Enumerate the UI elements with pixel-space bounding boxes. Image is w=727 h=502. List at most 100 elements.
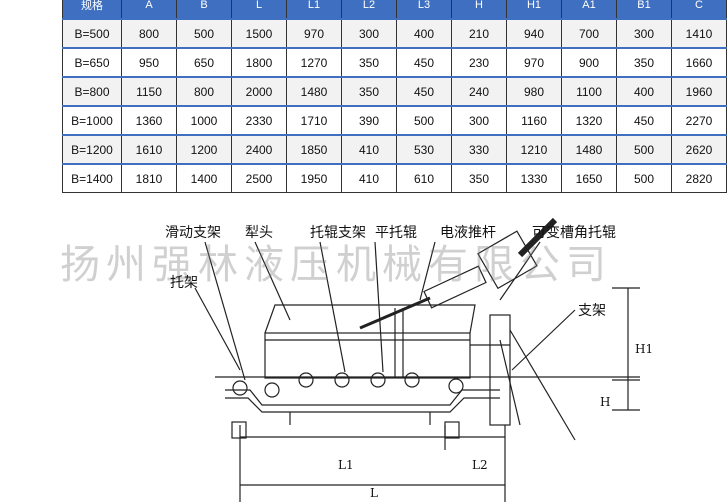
table-cell: 650 — [176, 47, 232, 78]
table-cell: 2330 — [231, 105, 287, 136]
table-cell: 410 — [341, 163, 397, 193]
table-cell: 970 — [506, 47, 562, 78]
table-cell: 980 — [506, 76, 562, 107]
table-cell: 300 — [616, 18, 672, 49]
table-cell: L2 — [341, 0, 397, 20]
table-cell: 1660 — [671, 47, 727, 78]
table-cell: A1 — [561, 0, 617, 20]
table-cell: 1360 — [121, 105, 177, 136]
table-cell: 230 — [451, 47, 507, 78]
table-cell: 2500 — [231, 163, 287, 193]
table-cell: 410 — [341, 134, 397, 165]
table-cell: 2270 — [671, 105, 727, 136]
table-cell: 1150 — [121, 76, 177, 107]
table-cell: 1800 — [231, 47, 287, 78]
table-cell: C — [671, 0, 727, 20]
table-cell: 400 — [396, 18, 452, 49]
table-cell: 1500 — [231, 18, 287, 49]
label-plough-head: 犁头 — [245, 225, 273, 241]
table-cell: 1710 — [286, 105, 342, 136]
table-cell: 1320 — [561, 105, 617, 136]
label-flat-roller: 平托辊 — [375, 225, 417, 241]
table-cell: 800 — [121, 18, 177, 49]
table-cell: 1480 — [561, 134, 617, 165]
table-cell: B=500 — [62, 18, 122, 49]
table-cell: 1480 — [286, 76, 342, 107]
table-cell: 1100 — [561, 76, 617, 107]
table-cell: 1200 — [176, 134, 232, 165]
table-cell: 1210 — [506, 134, 562, 165]
table-cell: 500 — [396, 105, 452, 136]
table-cell: B=1000 — [62, 105, 122, 136]
table-cell: 900 — [561, 47, 617, 78]
table-cell: H — [451, 0, 507, 20]
table-cell: 1810 — [121, 163, 177, 193]
table-cell: 450 — [396, 47, 452, 78]
table-cell: 1950 — [286, 163, 342, 193]
table-cell: 240 — [451, 76, 507, 107]
table-cell: 350 — [341, 47, 397, 78]
table-cell: B=650 — [62, 47, 122, 78]
table-cell: 300 — [341, 18, 397, 49]
table-cell: 1160 — [506, 105, 562, 136]
table-cell: 1610 — [121, 134, 177, 165]
table-cell: 940 — [506, 18, 562, 49]
table-cell: 2820 — [671, 163, 727, 193]
table-cell: 1000 — [176, 105, 232, 136]
plough-tripper-drawing — [194, 217, 640, 502]
table-cell: 1330 — [506, 163, 562, 193]
table-cell: 1410 — [671, 18, 727, 49]
table-cell: 1850 — [286, 134, 342, 165]
table-cell: 350 — [451, 163, 507, 193]
label-dim-l1: L1 — [338, 458, 354, 472]
table-cell: 2400 — [231, 134, 287, 165]
table-cell: 800 — [176, 76, 232, 107]
table-cell: 400 — [616, 76, 672, 107]
table-cell: 350 — [616, 47, 672, 78]
table-cell: 450 — [396, 76, 452, 107]
table-cell: L3 — [396, 0, 452, 20]
label-dim-l: L — [370, 486, 378, 500]
table-cell: B=1200 — [62, 134, 122, 165]
table-cell: 1400 — [176, 163, 232, 193]
table-cell: B — [176, 0, 232, 20]
table-cell: L1 — [286, 0, 342, 20]
table-cell: 1650 — [561, 163, 617, 193]
label-variable-trough: 可变槽角托辊 — [532, 225, 616, 241]
table-cell: 1270 — [286, 47, 342, 78]
watermark: 扬州强林液压机械有限公司 — [60, 242, 612, 288]
table-cell: 210 — [451, 18, 507, 49]
table-cell: 2000 — [231, 76, 287, 107]
table-cell: 1960 — [671, 76, 727, 107]
table-cell: 970 — [286, 18, 342, 49]
table-cell: A — [121, 0, 177, 20]
table-cell: 450 — [616, 105, 672, 136]
table-cell: 950 — [121, 47, 177, 78]
table-cell: H1 — [506, 0, 562, 20]
table-cell: 390 — [341, 105, 397, 136]
table-cell: 500 — [616, 134, 672, 165]
table-cell: B=800 — [62, 76, 122, 107]
table-cell: 700 — [561, 18, 617, 49]
label-dim-h: H — [600, 395, 611, 409]
label-sliding-support: 滑动支架 — [165, 225, 221, 241]
label-bracket: 托架 — [170, 275, 198, 291]
table-cell: 300 — [451, 105, 507, 136]
table-cell: B1 — [616, 0, 672, 20]
label-dim-h1: H1 — [635, 342, 654, 356]
label-stand: 支架 — [578, 303, 606, 319]
table-cell: 610 — [396, 163, 452, 193]
label-dim-l2: L2 — [472, 458, 488, 472]
label-roller-support: 托辊支架 — [310, 225, 366, 241]
table-cell: L — [231, 0, 287, 20]
table-cell: 500 — [176, 18, 232, 49]
table-cell: 规格 — [62, 0, 122, 20]
table-cell: 350 — [341, 76, 397, 107]
